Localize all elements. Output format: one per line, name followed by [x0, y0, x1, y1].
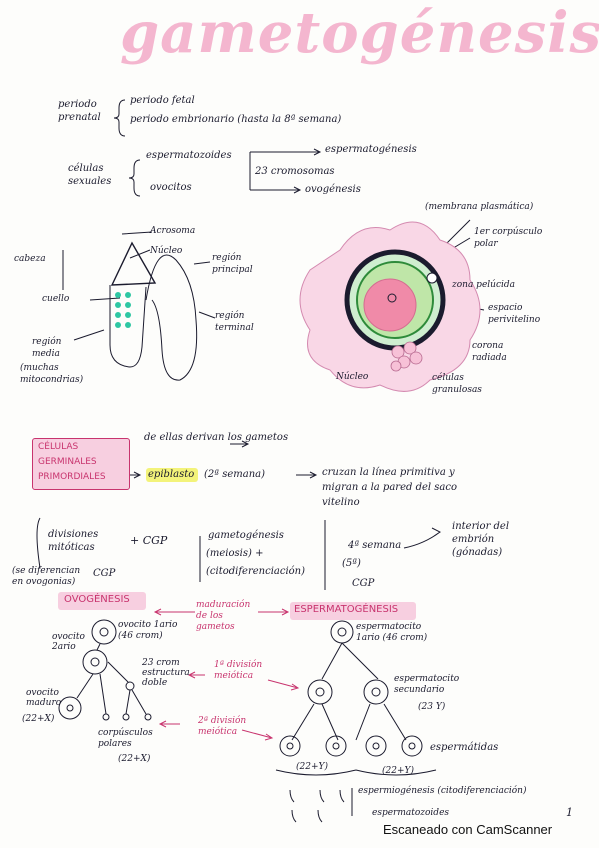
label-nucleo-ovo: Núcleo [336, 372, 369, 382]
sperm-leaders [73, 231, 216, 341]
div2-text: 2ª división meiótica [198, 716, 247, 737]
espermatogenesis-highlight [290, 602, 416, 620]
page-number: 1 [566, 806, 573, 819]
semana4-text: 4ª semana [348, 540, 402, 551]
interior-text: interior del embrión (gónadas) [452, 521, 510, 558]
espermatocito-1ario: espermatocito 1ario (46 crom) [356, 622, 428, 643]
corpusculos-text: corpúsculos polares [98, 728, 153, 749]
ovocyte-drawing [299, 221, 481, 392]
epiblasto-text: epiblasto [148, 469, 195, 480]
mitochondria-dots [115, 292, 131, 328]
page-title: gametogénesis [120, 0, 599, 66]
pink-arrows [153, 608, 300, 741]
arrow-epiblasto [128, 471, 142, 479]
divisiones-text: divisiones mitóticas [48, 529, 99, 553]
periodo-embrionario: periodo embrionario (hasta la 8ª semana) [130, 114, 342, 125]
cromatidas-text: 23 crom estructura doble [142, 658, 190, 688]
cgp-label-right: CGP [352, 578, 375, 589]
sexuales-bracket [128, 159, 141, 197]
div1-text: 1ª división meiótica [214, 660, 263, 681]
label-membrana: (membrana plasmática) [425, 202, 534, 212]
ovocito-maduro: ovocito maduro [26, 688, 62, 708]
label-nucleo-sperm: Núcleo [150, 246, 183, 256]
sperm-midpiece [109, 285, 147, 368]
ovo-lines [76, 643, 147, 715]
celulas-sexuales: células sexuales [68, 163, 112, 187]
citodif-text: (citodiferenciación) [206, 566, 306, 577]
arrow-interior [403, 527, 441, 549]
arrow-ovo [250, 186, 302, 194]
label-cuello: cuello [42, 294, 70, 304]
label-mitocondrias: (muchas mitocondrias) [20, 363, 84, 385]
label-region-media: región media [32, 337, 62, 359]
ovogenesis-highlight [58, 592, 146, 610]
maduracion-text: maduración de los gametos [196, 600, 251, 632]
cgp-highlight [32, 438, 130, 490]
label-corona: corona radiada [472, 341, 507, 363]
arrow-cruzan [296, 471, 318, 479]
label-granulosas: células granulosas [432, 373, 482, 395]
se-diferencian-text: (se diferencian en ovogonias) [12, 566, 81, 587]
periodo-fetal: periodo fetal [130, 95, 195, 106]
ovocitos-top: ovocitos [150, 182, 192, 193]
periodo-prenatal: periodo prenatal [58, 99, 101, 123]
epiblasto-highlight [146, 468, 198, 482]
cromosomas-top: 23 cromosomas [255, 166, 335, 177]
cgp-box: CÉLULAS GERMINALES PRIMORDIALES [38, 442, 106, 482]
meiosis-text: (meiosis) + [206, 548, 264, 559]
n22y-b: (22+Y) [382, 766, 414, 776]
gametogenesis-text: gametogénesis [208, 530, 284, 541]
label-region-terminal: región terminal [215, 311, 254, 333]
label-region-principal: región principal [212, 253, 253, 275]
cgp-label-left: CGP [93, 568, 116, 579]
semana5-text: (5ª) [342, 558, 361, 569]
prenatal-bracket [113, 99, 126, 137]
espermatidas-text: espermátidas [430, 742, 499, 753]
derivan-text: de ellas derivan los gametos [144, 432, 289, 443]
espermatozoides-top: espermatozoides [146, 150, 232, 161]
label-zona-pelucida: zona pelúcida [452, 280, 515, 290]
mitoticas-bracket [36, 517, 41, 569]
plus-cgp-text: + CGP [130, 534, 168, 547]
ovocito-2ario: ovocito 2ario [52, 632, 85, 652]
label-espacio: espacio perivitelino [488, 303, 541, 325]
ovogenesis-heading: OVOGÉNESIS [64, 594, 130, 605]
espermatozoides-bottom: espermatozoides [372, 808, 450, 818]
espermatogenesis-top: espermatogénesis [325, 144, 417, 155]
espermatogenesis-heading: ESPERMATOGÉNESIS [294, 604, 399, 615]
n23y: (23 Y) [418, 702, 446, 712]
n22x-b: (22+X) [118, 754, 151, 764]
ovocito-1ario: ovocito 1ario (46 crom) [118, 620, 178, 641]
n22x-a: (22+X) [22, 714, 55, 724]
espermatocito-2ario: espermatocito secundario [394, 674, 460, 695]
arrow-esperm [250, 148, 322, 156]
arrow-derivan [230, 440, 250, 448]
label-corpusculo: 1er corpúsculo polar [474, 227, 543, 249]
sperm-head [110, 241, 157, 286]
semana2-text: (2ª semana) [204, 469, 265, 480]
label-cabeza: cabeza [14, 254, 46, 264]
camscanner-watermark: Escaneado con CamScanner [383, 822, 553, 837]
label-acrosoma: Acrosoma [150, 226, 196, 236]
n22y-a: (22+Y) [296, 762, 328, 772]
sperm-tail [145, 254, 198, 381]
ovogenesis-top: ovogénesis [305, 184, 361, 195]
espermiogenesis-text: espermiogénesis (citodiferenciación) [358, 786, 527, 796]
cruzan-text: cruzan la línea primitiva y migran a la … [322, 467, 457, 508]
